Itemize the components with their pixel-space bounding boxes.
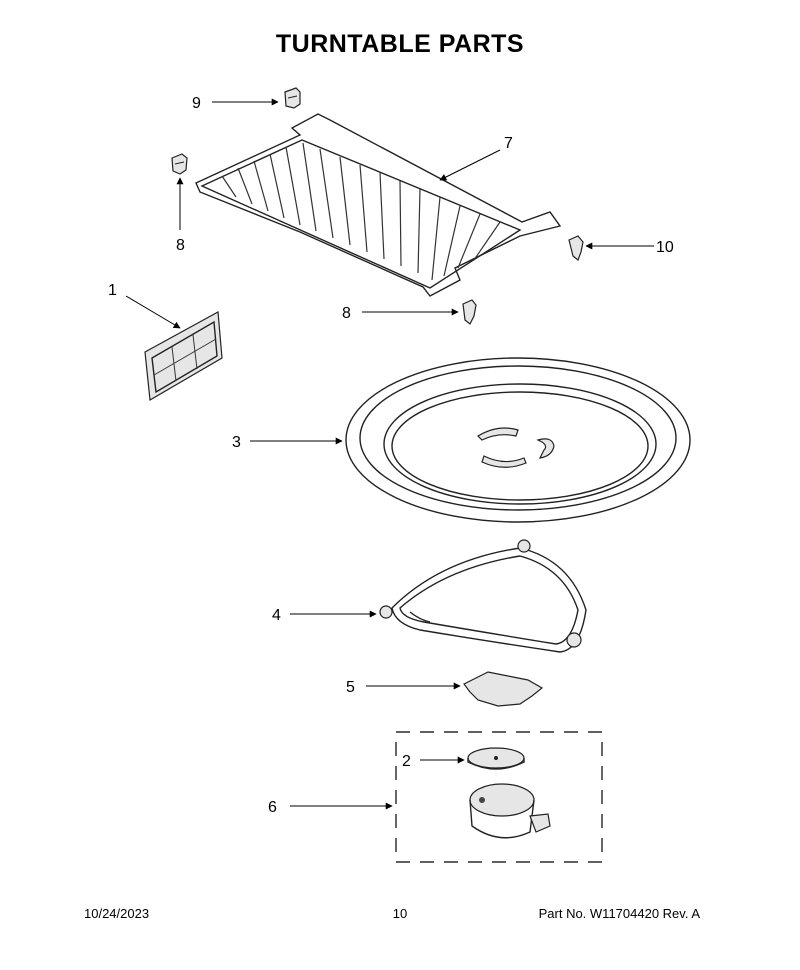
rack-clip-part-8b bbox=[462, 299, 477, 325]
coupler-part bbox=[463, 671, 544, 707]
drive-disc-part bbox=[467, 747, 525, 770]
roller-ring-part bbox=[379, 539, 587, 653]
callout-7: 7 bbox=[504, 135, 513, 152]
callout-4: 4 bbox=[272, 607, 281, 624]
callout-8-upper: 8 bbox=[176, 237, 185, 254]
callout-5: 5 bbox=[346, 679, 355, 696]
footer-date: 10/24/2023 bbox=[84, 906, 150, 921]
footer-page-number: 10 bbox=[392, 906, 408, 921]
callout-2: 2 bbox=[402, 753, 411, 770]
motor-part bbox=[469, 783, 551, 839]
leader-lines bbox=[125, 98, 654, 810]
motor-kit-boundary bbox=[395, 731, 603, 863]
rack-clip-part-8a bbox=[171, 153, 188, 175]
page-title: TURNTABLE PARTS bbox=[275, 30, 525, 58]
rack-clip-part-10 bbox=[568, 235, 584, 261]
footer-part-number: Part No. W11704420 Rev. A bbox=[538, 906, 700, 921]
callout-6: 6 bbox=[268, 799, 277, 816]
filter-part bbox=[144, 311, 223, 401]
wire-rack-part bbox=[195, 113, 562, 297]
callout-8-lower: 8 bbox=[342, 305, 351, 322]
callout-3: 3 bbox=[232, 434, 241, 451]
callout-9: 9 bbox=[192, 95, 201, 112]
callout-10: 10 bbox=[656, 239, 674, 256]
callout-1: 1 bbox=[108, 282, 117, 299]
glass-tray-part bbox=[345, 357, 691, 523]
rack-clip-part-9 bbox=[284, 87, 301, 109]
